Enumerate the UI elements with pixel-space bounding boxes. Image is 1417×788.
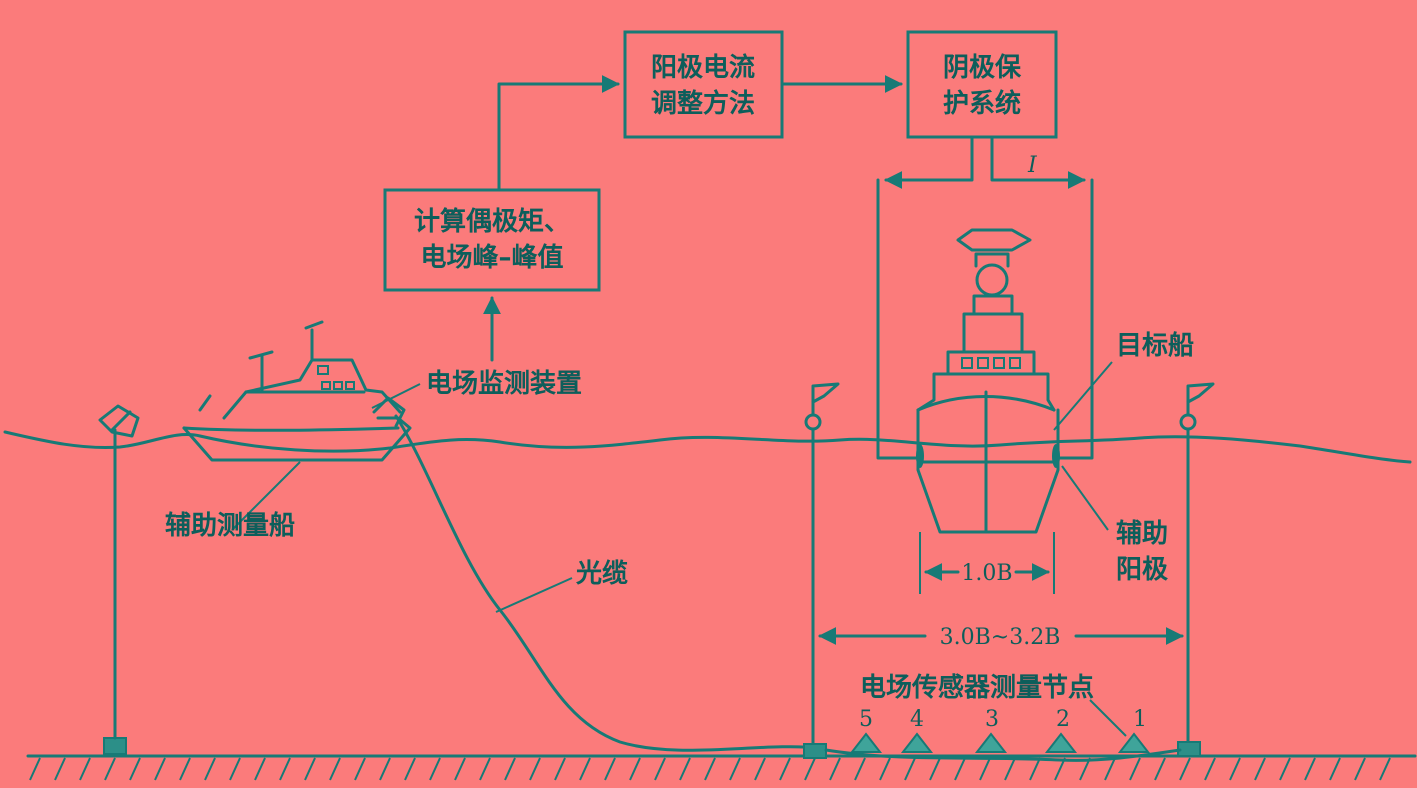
width-inner-extent <box>919 532 1055 594</box>
cathodic-box <box>906 30 1058 139</box>
monitor-leader <box>371 383 421 409</box>
target-vessel-leader <box>1053 361 1113 431</box>
current-left-loop <box>876 178 918 460</box>
sensor-number-4: 4 <box>910 707 924 732</box>
sensor-node-1: 1 <box>1117 707 1151 753</box>
sensor-node-5: 5 <box>849 707 883 753</box>
sensor-nodes-label: 电场传感器测量节点 <box>860 672 1094 703</box>
sensor-node-4: 4 <box>900 707 934 753</box>
aux-anode-right <box>1052 444 1060 468</box>
sensor-number-1: 1 <box>1133 707 1147 732</box>
left-marker-buoy <box>803 382 840 759</box>
aux-anode-left <box>916 444 924 468</box>
current-symbol: I <box>1027 153 1038 178</box>
fiber-cable-leader <box>495 577 573 613</box>
sensor-number-3: 3 <box>985 707 999 732</box>
width-inner-label: 1.0B <box>961 561 1012 586</box>
adjust-line2: 调整方法 <box>651 88 755 119</box>
sensor-number-2: 2 <box>1056 707 1070 732</box>
current-left-arrow <box>884 135 974 189</box>
sensor-node-2: 2 <box>1044 707 1078 753</box>
seabed-hatching <box>29 757 1391 781</box>
sensor-node-3: 3 <box>974 707 1008 753</box>
aux-vessel-shape <box>182 320 412 462</box>
sensor-number-5: 5 <box>859 707 873 732</box>
fiber-cable-label: 光缆 <box>575 558 628 589</box>
aux-vessel-leader <box>231 461 301 531</box>
current-right-loop <box>1056 178 1094 460</box>
target-vessel-shape <box>916 228 1060 534</box>
aux-anode-label-2: 阳极 <box>1116 555 1169 585</box>
adjust-box <box>623 30 784 139</box>
cathodic-line2: 护系统 <box>943 88 1021 119</box>
monitor-device-label: 电场监测装置 <box>426 369 582 399</box>
water-surface <box>3 430 1412 464</box>
aux-anode-label-1: 辅助 <box>1116 519 1168 549</box>
fiber-cable <box>394 414 822 752</box>
compute-to-adjust-arrow <box>497 75 620 192</box>
current-right-arrow <box>990 135 1086 189</box>
compute-line2: 电场峰–峰值 <box>420 243 563 273</box>
sensor-nodes-leader <box>1089 699 1127 737</box>
adjust-line1: 阳极电流 <box>651 53 755 83</box>
compute-box <box>383 188 601 292</box>
aux-vessel-label: 辅助测量船 <box>165 510 295 541</box>
left-mooring <box>98 404 140 755</box>
aux-anode-leader <box>1061 465 1109 531</box>
width-outer-label: 3.0B~3.2B <box>940 625 1061 650</box>
sensor-cable <box>824 748 1182 762</box>
cathodic-line1: 阴极保 <box>943 53 1022 83</box>
right-marker-buoy <box>1177 382 1215 757</box>
compute-line1: 计算偶极矩、 <box>414 206 570 237</box>
target-vessel-label: 目标船 <box>1116 330 1194 361</box>
